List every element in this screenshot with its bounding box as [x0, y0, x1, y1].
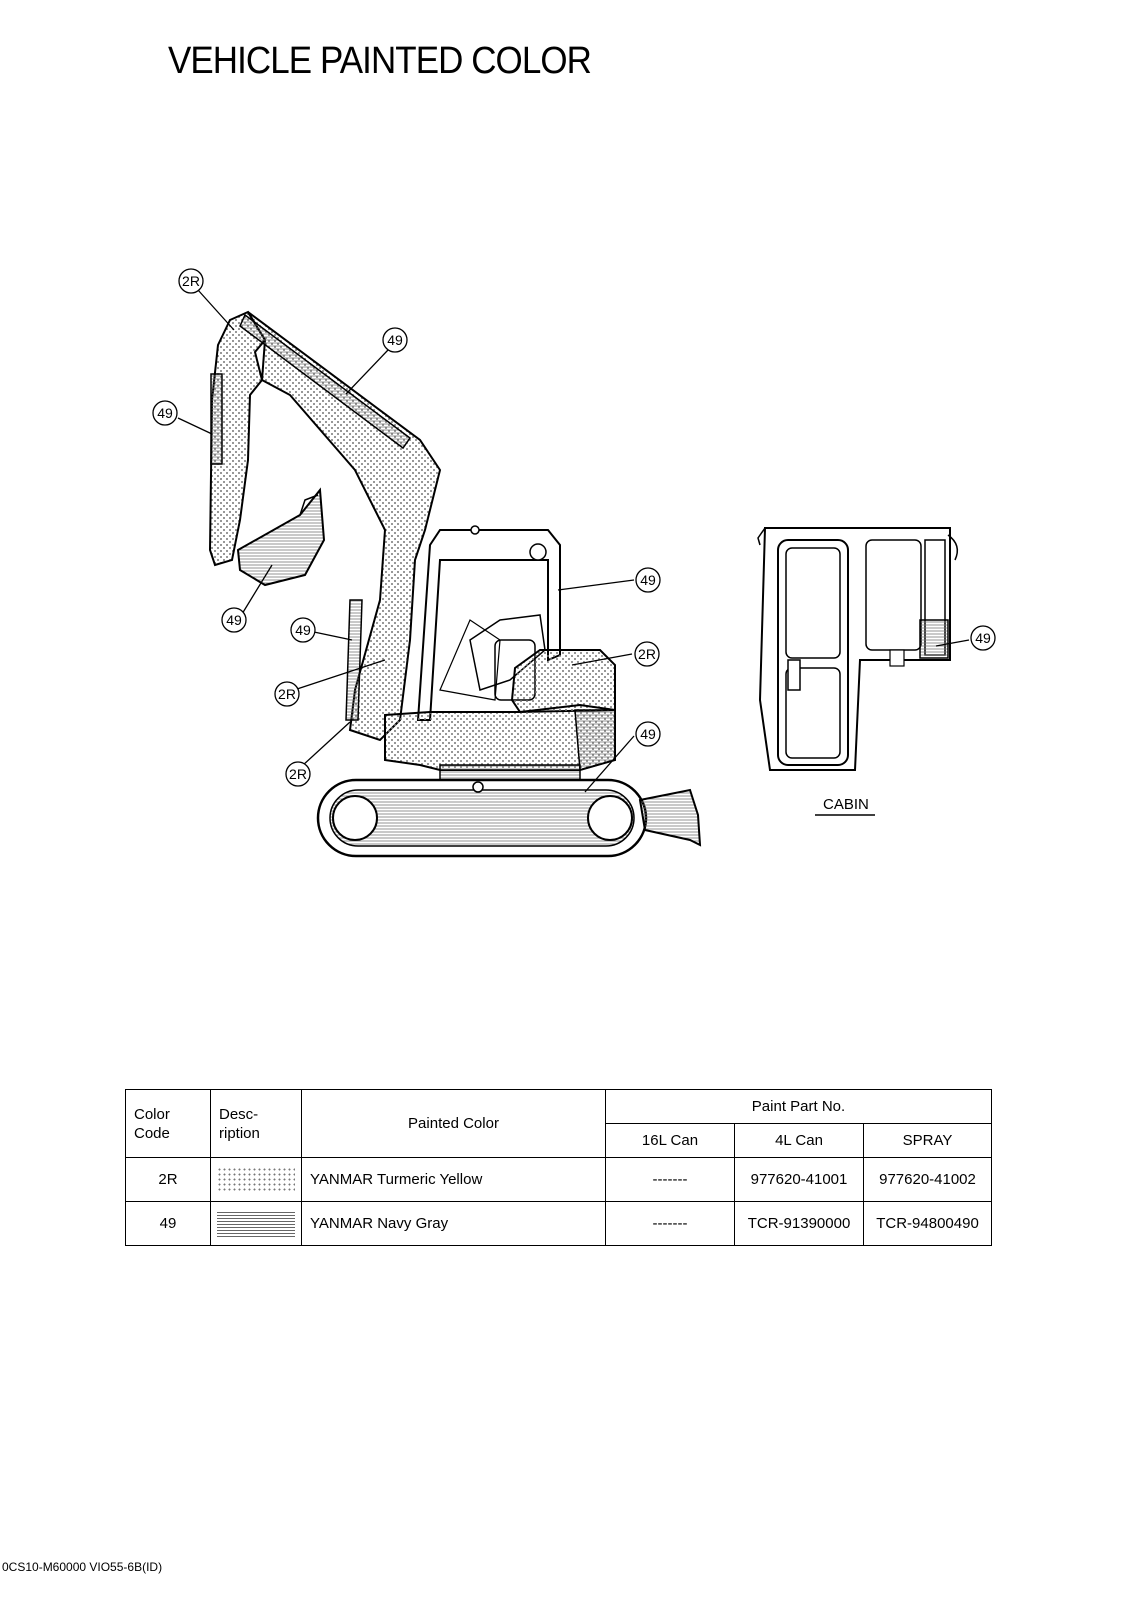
dotted-pattern-swatch — [217, 1166, 295, 1193]
header-color-code: Color Code — [125, 1089, 211, 1158]
svg-text:49: 49 — [975, 630, 991, 646]
page-title: VEHICLE PAINTED COLOR — [168, 40, 592, 82]
svg-text:49: 49 — [387, 332, 403, 348]
callout-2r: 2R — [285, 761, 311, 787]
callout-2r: 2R — [178, 268, 204, 294]
header-16l-can: 16L Can — [605, 1123, 735, 1158]
callout-49: 49 — [152, 400, 178, 426]
callout-49: 49 — [382, 327, 408, 353]
row-painted-color: YANMAR Turmeric Yellow — [301, 1157, 606, 1202]
row-spray: 977620-41002 — [863, 1157, 992, 1202]
table-row: 49 YANMAR Navy Gray ------- TCR-91390000… — [125, 1201, 992, 1246]
bucket-part — [236, 487, 326, 587]
boom-part — [247, 311, 442, 742]
callout-49: 49 — [221, 607, 247, 633]
header-description: Desc- ription — [210, 1089, 302, 1158]
header-4l-can: 4L Can — [734, 1123, 864, 1158]
row-painted-color: YANMAR Navy Gray — [301, 1201, 606, 1246]
hatched-pattern-swatch — [217, 1210, 295, 1237]
svg-text:2R: 2R — [182, 273, 200, 289]
svg-text:49: 49 — [157, 405, 173, 421]
row-spray: TCR-94800490 — [863, 1201, 992, 1246]
svg-text:2R: 2R — [278, 686, 296, 702]
row-color-code: 2R — [125, 1157, 211, 1202]
row-16l-can: ------- — [605, 1157, 735, 1202]
header-paint-part-no: Paint Part No. — [605, 1089, 992, 1124]
cabin-view — [757, 527, 959, 771]
svg-text:49: 49 — [640, 726, 656, 742]
boom-cylinder — [345, 599, 363, 721]
row-description-swatch — [210, 1201, 302, 1246]
callout-49: 49 — [970, 625, 996, 651]
arm-cylinder — [210, 373, 223, 465]
paint-color-table: Color Code Desc- ription Painted Color P… — [125, 1089, 992, 1246]
row-4l-can: TCR-91390000 — [734, 1201, 864, 1246]
svg-text:49: 49 — [640, 572, 656, 588]
callout-2r: 2R — [274, 681, 300, 707]
cabin-label: CABIN — [823, 796, 869, 813]
dozer-blade — [638, 788, 702, 847]
table-row: 2R YANMAR Turmeric Yellow ------- 977620… — [125, 1157, 992, 1202]
engine-hood — [510, 649, 616, 714]
document-footer: 0CS10-M60000 VIO55-6B(ID) — [2, 1560, 163, 1574]
svg-text:49: 49 — [295, 622, 311, 638]
cabin-hatched-part — [919, 619, 949, 659]
svg-text:2R: 2R — [289, 766, 307, 782]
row-16l-can: ------- — [605, 1201, 735, 1246]
counterweight — [574, 709, 616, 771]
callout-49: 49 — [635, 721, 661, 747]
svg-text:49: 49 — [226, 612, 242, 628]
callout-2r: 2R — [634, 641, 660, 667]
excavator-diagram: CABIN 2R 49 49 49 49 2R 2R 49 2R 49 49 — [152, 268, 996, 858]
row-4l-can: 977620-41001 — [734, 1157, 864, 1202]
boom-top-cylinder — [239, 313, 412, 450]
callout-49: 49 — [635, 567, 661, 593]
row-color-code: 49 — [125, 1201, 211, 1246]
callout-49: 49 — [290, 617, 316, 643]
svg-text:2R: 2R — [638, 646, 656, 662]
row-description-swatch — [210, 1157, 302, 1202]
header-painted-color: Painted Color — [301, 1089, 606, 1158]
header-spray: SPRAY — [863, 1123, 992, 1158]
